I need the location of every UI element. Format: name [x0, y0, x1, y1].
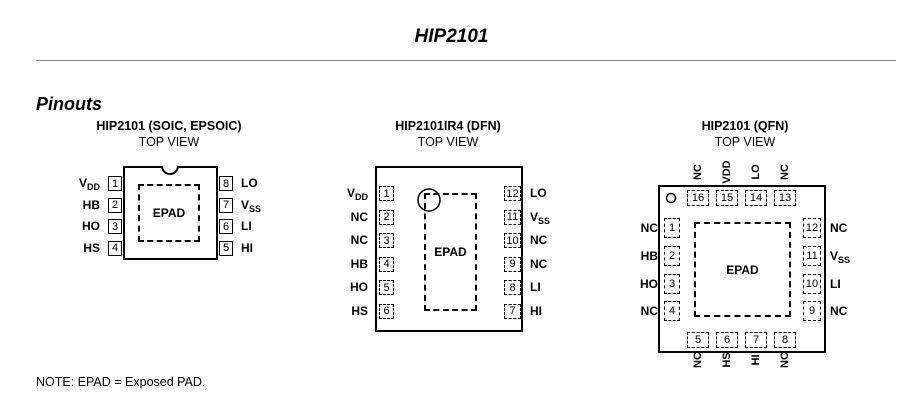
qfn-pin-label: HS: [721, 352, 733, 368]
soic-pin-number: 5: [219, 240, 233, 256]
qfn-pin-label: NC: [830, 304, 848, 318]
dfn-pin-number: 4: [379, 256, 394, 272]
qfn-pin-number: 16: [687, 190, 709, 206]
pin1-notch-icon: [161, 166, 179, 175]
qfn-pin-label: NC: [640, 304, 658, 318]
soic-pin-number: 1: [108, 176, 122, 191]
soic-pin-label: HO: [82, 219, 100, 233]
dfn-pin-label: LI: [530, 280, 541, 294]
dfn-epad: EPAD: [424, 193, 477, 311]
dfn-pin-number: 2: [379, 209, 394, 225]
dfn-pin-label: HO: [350, 280, 368, 294]
qfn-pin-label: NC: [692, 352, 704, 368]
soic-pin-label: HS: [83, 240, 100, 255]
dfn-pin-label: NC: [350, 209, 368, 224]
qfn-pin-number: 10: [803, 274, 821, 294]
qfn-pin-number: 14: [745, 190, 767, 206]
dfn-title: HIP2101IR4 (DFN): [395, 119, 501, 133]
pin1-dot-icon: [417, 188, 441, 212]
qfn-pin-label: LI: [830, 277, 841, 291]
dfn-pin-number: 12: [504, 186, 521, 201]
dfn-pin-number: 11: [504, 209, 521, 225]
soic-pin-number: 2: [108, 197, 122, 213]
qfn-pin-number: 6: [716, 332, 738, 348]
qfn-pin-label: NC: [779, 352, 791, 368]
qfn-pin-label: NC: [692, 164, 704, 180]
soic-pin-number: 3: [108, 219, 122, 234]
soic-pin-number: 8: [219, 176, 233, 191]
qfn-pin-number: 15: [716, 190, 738, 206]
dfn-pin-number: 9: [504, 256, 521, 272]
qfn-pin-number: 1: [664, 218, 680, 238]
dfn-pin-label: LO: [530, 186, 547, 200]
qfn-pin-number: 3: [664, 274, 680, 294]
qfn-pin-number: 12: [803, 218, 821, 238]
dfn-pin-number: 6: [379, 303, 394, 319]
soic-package-body: EPAD: [123, 166, 218, 260]
dfn-pin-label: HB: [350, 256, 368, 271]
soic-pin-number: 7: [219, 197, 233, 213]
dfn-pin-label: HI: [530, 303, 542, 318]
soic-pin-label: HB: [82, 197, 100, 212]
dfn-pin-label: NC: [350, 233, 368, 247]
dfn-pin-label: VSS: [530, 209, 551, 226]
soic-epad: EPAD: [138, 184, 200, 242]
qfn-epad: EPAD: [694, 222, 791, 317]
qfn-pin-number: 13: [774, 190, 796, 206]
qfn-pin-number: 2: [664, 246, 680, 266]
soic-pin-number: 6: [219, 219, 233, 234]
soic-pin-label: HI: [241, 240, 253, 255]
qfn-pin-number: 11: [803, 246, 821, 266]
qfn-pin-number: 5: [687, 332, 709, 348]
soic-title: HIP2101 (SOIC, EPSOIC): [96, 119, 242, 133]
soic-pin-label: VSS: [241, 197, 262, 214]
section-title: Pinouts: [36, 94, 102, 114]
qfn-pin-label: NC: [640, 221, 658, 235]
dfn-pin-number: 10: [504, 233, 521, 248]
qfn-view: TOP VIEW: [714, 135, 776, 149]
page-header-title: HIP2101: [414, 26, 489, 47]
qfn-pin-number: 7: [745, 332, 767, 348]
soic-view: TOP VIEW: [138, 135, 200, 149]
qfn-pin-label: LO: [750, 164, 762, 180]
qfn-pin-label: NC: [830, 221, 848, 235]
qfn-pin-label: VSS: [830, 249, 851, 265]
qfn-pin-label: HO: [640, 277, 658, 291]
dfn-pin-label: HS: [351, 303, 368, 318]
qfn-pin-label: HI: [750, 354, 762, 366]
qfn-package-body: EPAD: [658, 185, 826, 353]
dfn-pin-label: VDD: [346, 186, 368, 202]
dfn-pin-number: 5: [379, 280, 394, 295]
qfn-pin-number: 4: [664, 301, 680, 321]
qfn-title: HIP2101 (QFN): [701, 119, 789, 133]
dfn-pin-number: 3: [379, 233, 394, 248]
dfn-pin-label: NC: [530, 233, 548, 247]
dfn-pin-number: 8: [504, 280, 521, 295]
soic-pin-number: 4: [108, 240, 122, 256]
footnote: NOTE: EPAD = Exposed PAD.: [36, 375, 206, 389]
soic-pin-label: VDD: [78, 176, 100, 192]
dfn-pin-number: 7: [504, 303, 521, 319]
soic-pin-label: LI: [241, 219, 252, 233]
soic-pin-label: LO: [241, 176, 258, 190]
dfn-package-body: EPAD: [375, 166, 523, 332]
dfn-view: TOP VIEW: [417, 135, 479, 149]
qfn-pin-label: VDD: [721, 160, 733, 184]
pin1-dot-icon: [665, 192, 677, 204]
qfn-pin-number: 8: [774, 332, 796, 348]
dfn-pin-label: NC: [530, 256, 548, 271]
qfn-pin-label: HB: [640, 249, 658, 263]
dfn-pin-number: 1: [379, 186, 394, 201]
qfn-pin-number: 9: [803, 301, 821, 321]
header-rule: [36, 60, 896, 61]
qfn-pin-label: NC: [779, 164, 791, 180]
